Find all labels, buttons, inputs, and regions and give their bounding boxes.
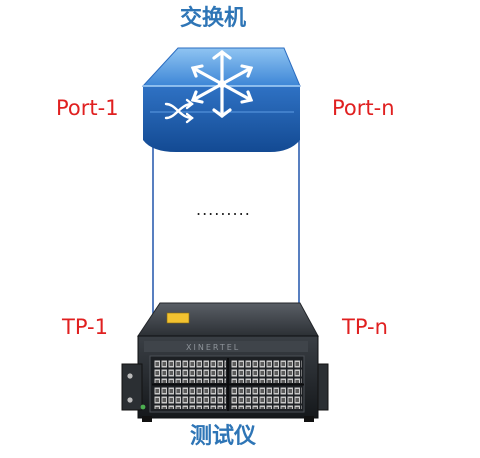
tester-label: 测试仪 [190,424,257,449]
network-switch-icon [141,47,301,152]
traffic-tester-chassis: XINERTEL [121,302,329,422]
tp-1-label: TP-1 [62,315,108,339]
port-1-label: Port-1 [56,96,119,120]
tp-n-label: TP-n [342,315,388,339]
link-lines [152,122,300,330]
switch-label: 交换机 [180,6,247,31]
port-n-label: Port-n [332,96,395,120]
ellipsis-label: ......... [196,200,251,219]
svg-text:XINERTEL: XINERTEL [186,343,240,352]
